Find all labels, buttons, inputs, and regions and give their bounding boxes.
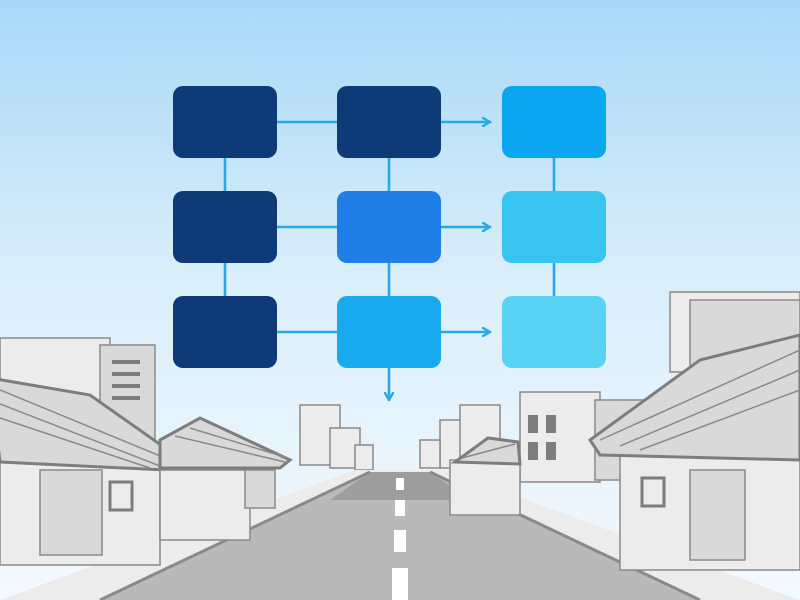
node-r2c1: [173, 191, 277, 263]
node-r2c3: [502, 191, 606, 263]
node-r2c2: [337, 191, 441, 263]
node-r3c3: [502, 296, 606, 368]
node-r1c1: [173, 86, 277, 158]
node-r1c3: [502, 86, 606, 158]
node-r1c2: [337, 86, 441, 158]
node-r3c2: [337, 296, 441, 368]
node-r3c1: [173, 296, 277, 368]
right-traditional-houses: [449, 333, 800, 571]
road: [0, 470, 800, 600]
lane-markings: [392, 478, 408, 600]
node-layer: [173, 86, 606, 368]
connector-layer: [223, 122, 556, 402]
left-traditional-houses: [0, 378, 293, 566]
